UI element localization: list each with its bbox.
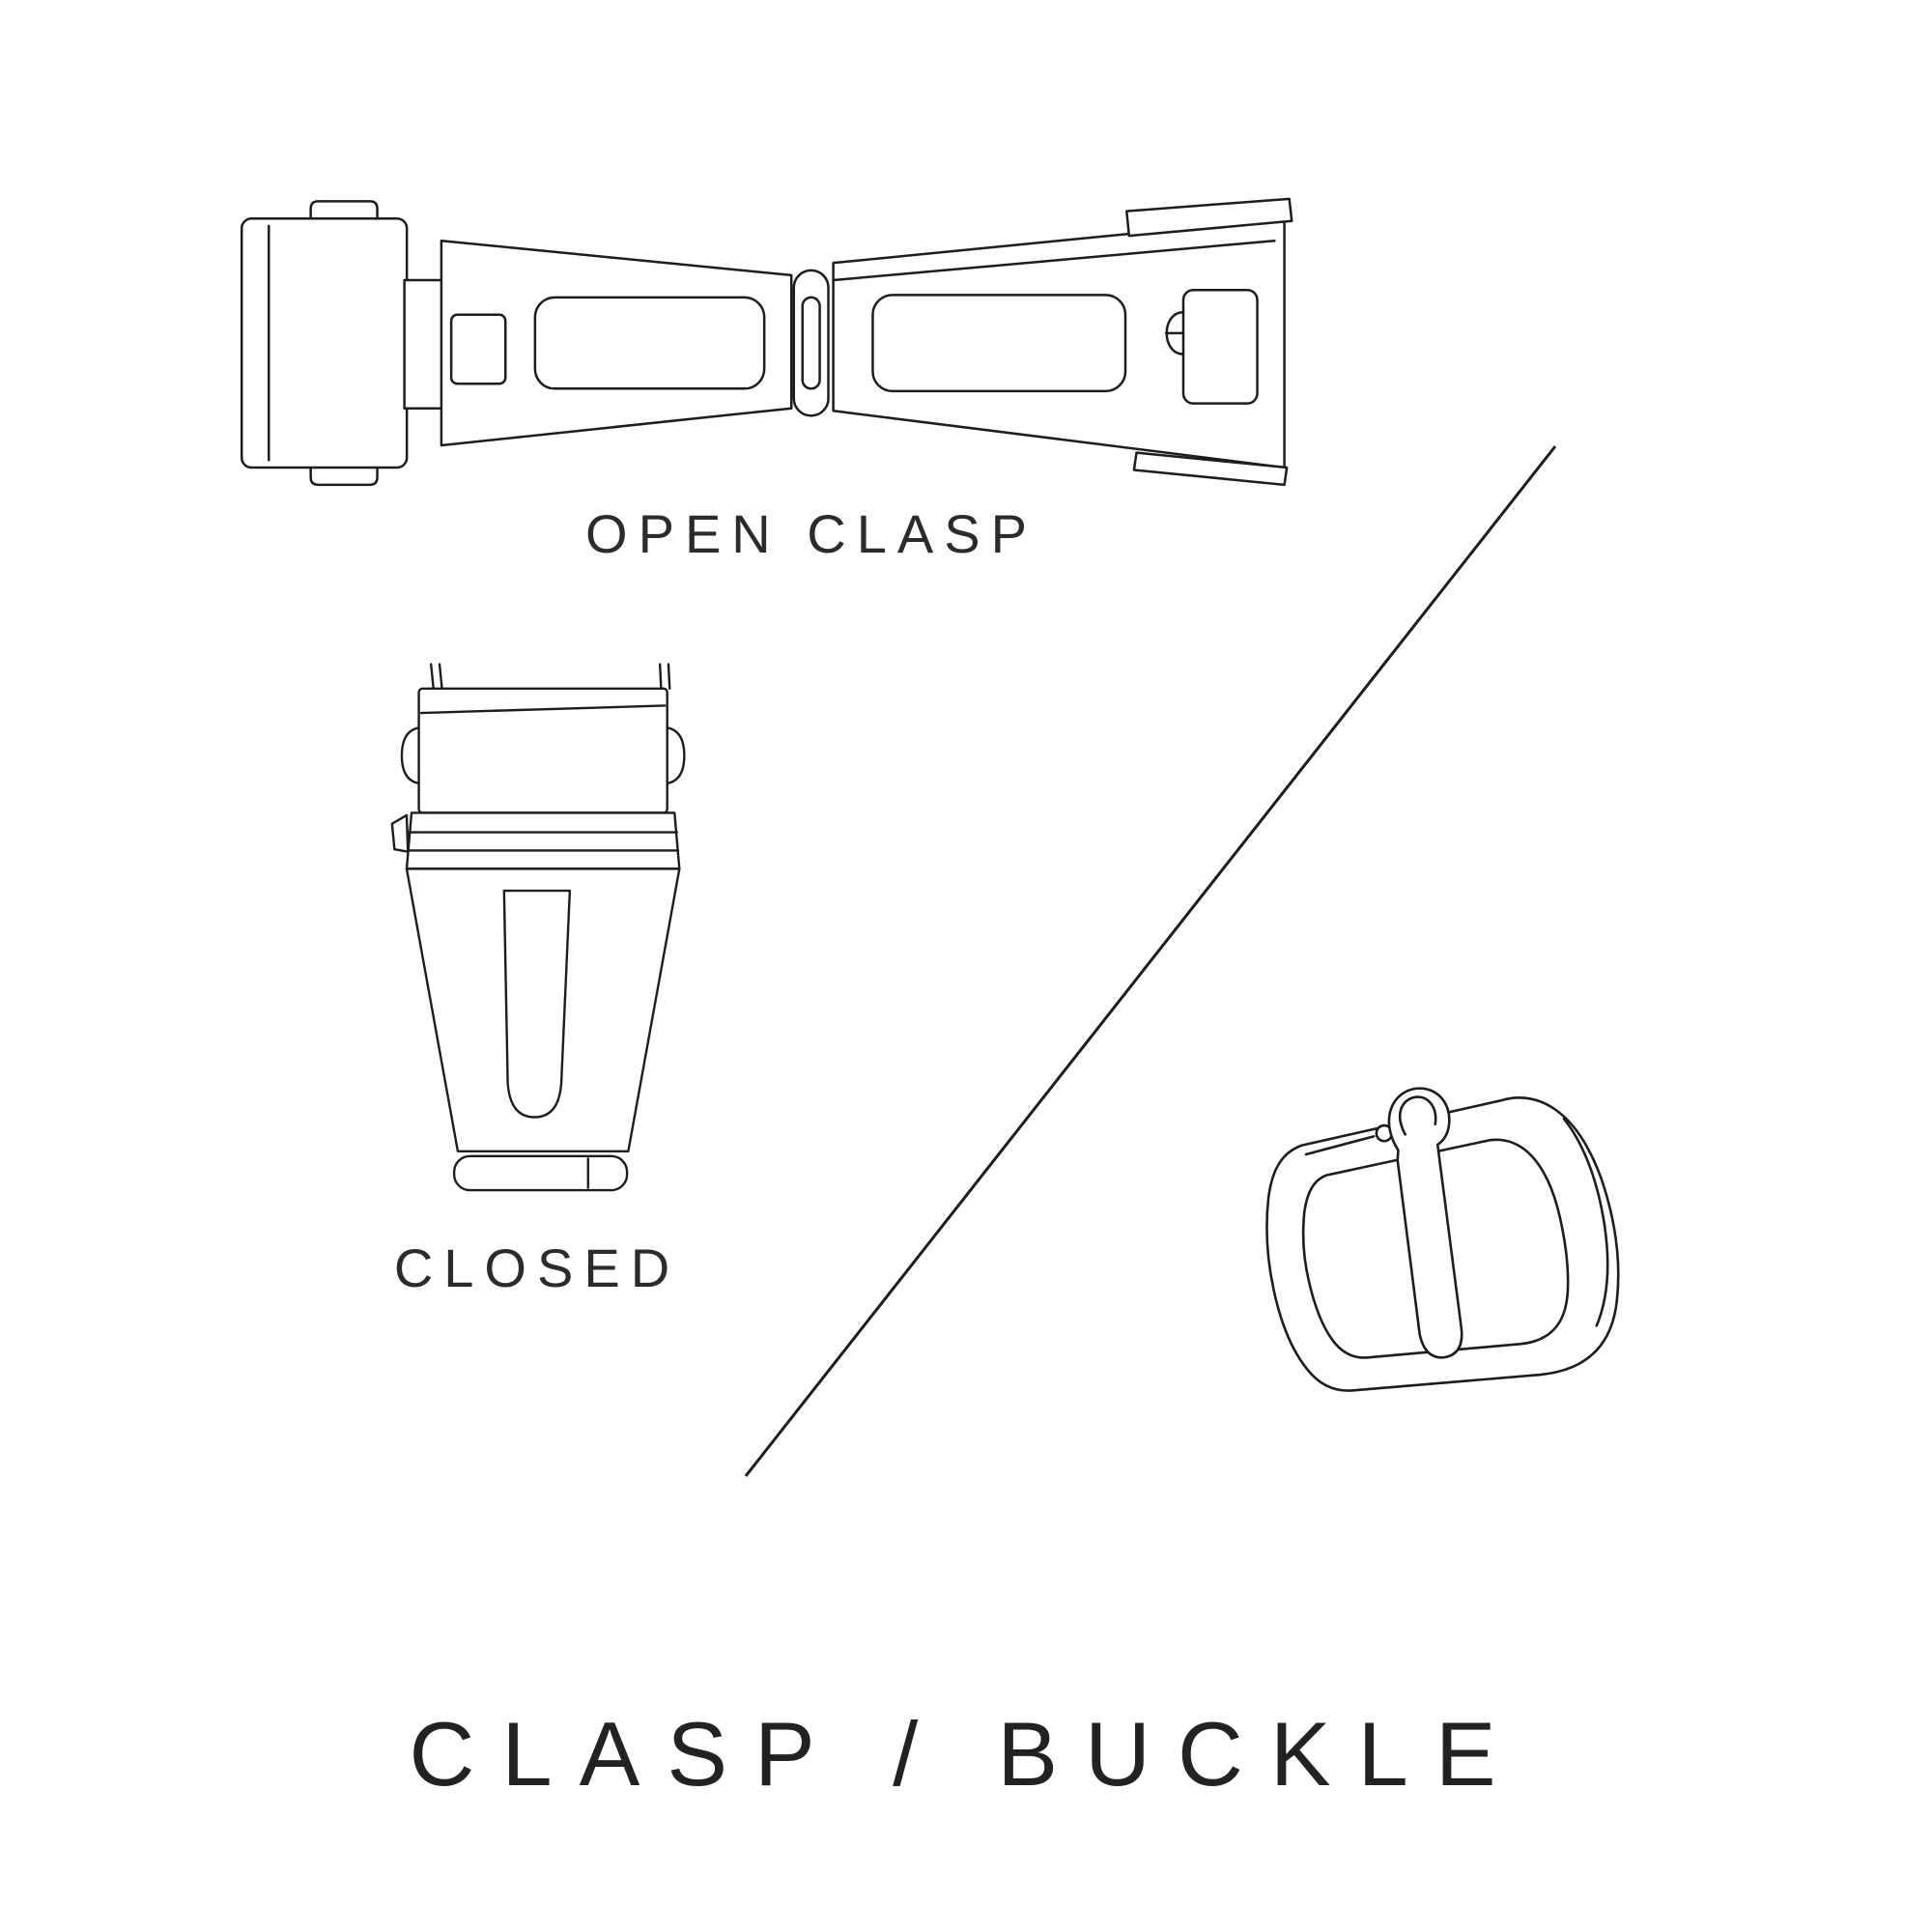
closed-clasp-label: CLOSED (393, 1237, 681, 1298)
closed-clasp-illustration (379, 657, 701, 1199)
diagram-title: CLASP / BUCKLE (409, 1703, 1523, 1804)
open-deployant-clasp-illustration (232, 184, 1304, 493)
tang-buckle-illustration (1236, 1074, 1652, 1435)
open-clasp-label: OPEN CLASP (585, 503, 1037, 564)
